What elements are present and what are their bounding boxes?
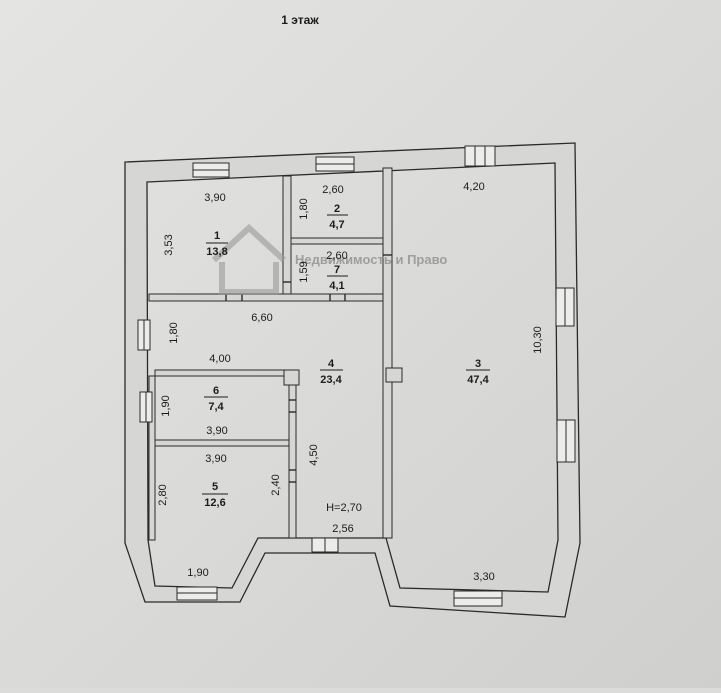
dim-r5-bottom: 1,90 xyxy=(187,567,208,579)
room-5-number: 5 xyxy=(212,481,218,493)
wall-room6-room5 xyxy=(154,439,290,447)
room-5-area: 12,6 xyxy=(204,497,225,509)
watermark-logo xyxy=(211,223,287,295)
wall-room5-right xyxy=(288,384,297,539)
wall-left-inner xyxy=(148,375,156,541)
dim-r4-width: 6,60 xyxy=(251,312,272,324)
dim-r7-width: 2,60 xyxy=(326,250,347,262)
room-4-area: 23,4 xyxy=(320,374,342,386)
dim-r4-height: 1,80 xyxy=(168,322,180,343)
watermark-text: Недвижимость и Право xyxy=(295,252,447,267)
room-6-number: 6 xyxy=(213,385,219,397)
windows xyxy=(137,145,576,607)
room-2-area: 4,7 xyxy=(329,219,344,231)
dim-r1-width: 3,90 xyxy=(204,192,225,204)
dim-r1-height: 3,53 xyxy=(163,234,175,255)
interior-walls xyxy=(148,167,403,541)
room-4-number: 4 xyxy=(328,358,335,370)
door-marks xyxy=(225,254,392,483)
wall-room1-right xyxy=(282,175,292,300)
dim-r3-height: 10,30 xyxy=(532,326,544,354)
dim-r7-height: 1,59 xyxy=(298,261,310,282)
dim-r3-top: 4,20 xyxy=(463,181,484,193)
floor-title: 1 этаж xyxy=(281,13,319,27)
ceiling-height: H=2,70 xyxy=(326,502,362,514)
fraction-lines xyxy=(202,214,490,495)
room-3-area: 47,4 xyxy=(467,374,489,386)
dim-r4-bottom: 2,56 xyxy=(332,523,353,535)
room-6-area: 7,4 xyxy=(208,401,224,413)
dim-r6-width: 3,90 xyxy=(206,425,227,437)
dim-r5-height: 2,80 xyxy=(157,484,169,505)
column xyxy=(283,369,300,386)
dim-r5-right: 2,40 xyxy=(270,474,282,495)
wall-upper-hall xyxy=(148,293,384,302)
wall-room6-top xyxy=(154,369,300,377)
dim-r4-corridor: 4,50 xyxy=(308,444,320,465)
room-3-number: 3 xyxy=(475,358,481,370)
room-1-area: 13,8 xyxy=(206,246,227,258)
dim-r4-hall-width: 4,00 xyxy=(209,353,230,365)
column-room3 xyxy=(385,367,403,383)
room-2-number: 2 xyxy=(334,203,340,215)
room-7-number: 7 xyxy=(334,264,340,276)
dim-r3-bottom: 3,30 xyxy=(473,571,494,583)
wall-room2-room7 xyxy=(290,237,384,245)
room-7-area: 4,1 xyxy=(329,280,344,292)
room-1-number: 1 xyxy=(214,230,220,242)
dim-r2-width: 2,60 xyxy=(322,184,343,196)
wall-room3-left xyxy=(382,167,393,539)
dim-r5-width: 3,90 xyxy=(205,453,226,465)
dim-r2-height: 1,80 xyxy=(298,198,310,219)
dim-r6-height: 1,90 xyxy=(160,395,172,416)
window-top-3 xyxy=(464,145,496,167)
